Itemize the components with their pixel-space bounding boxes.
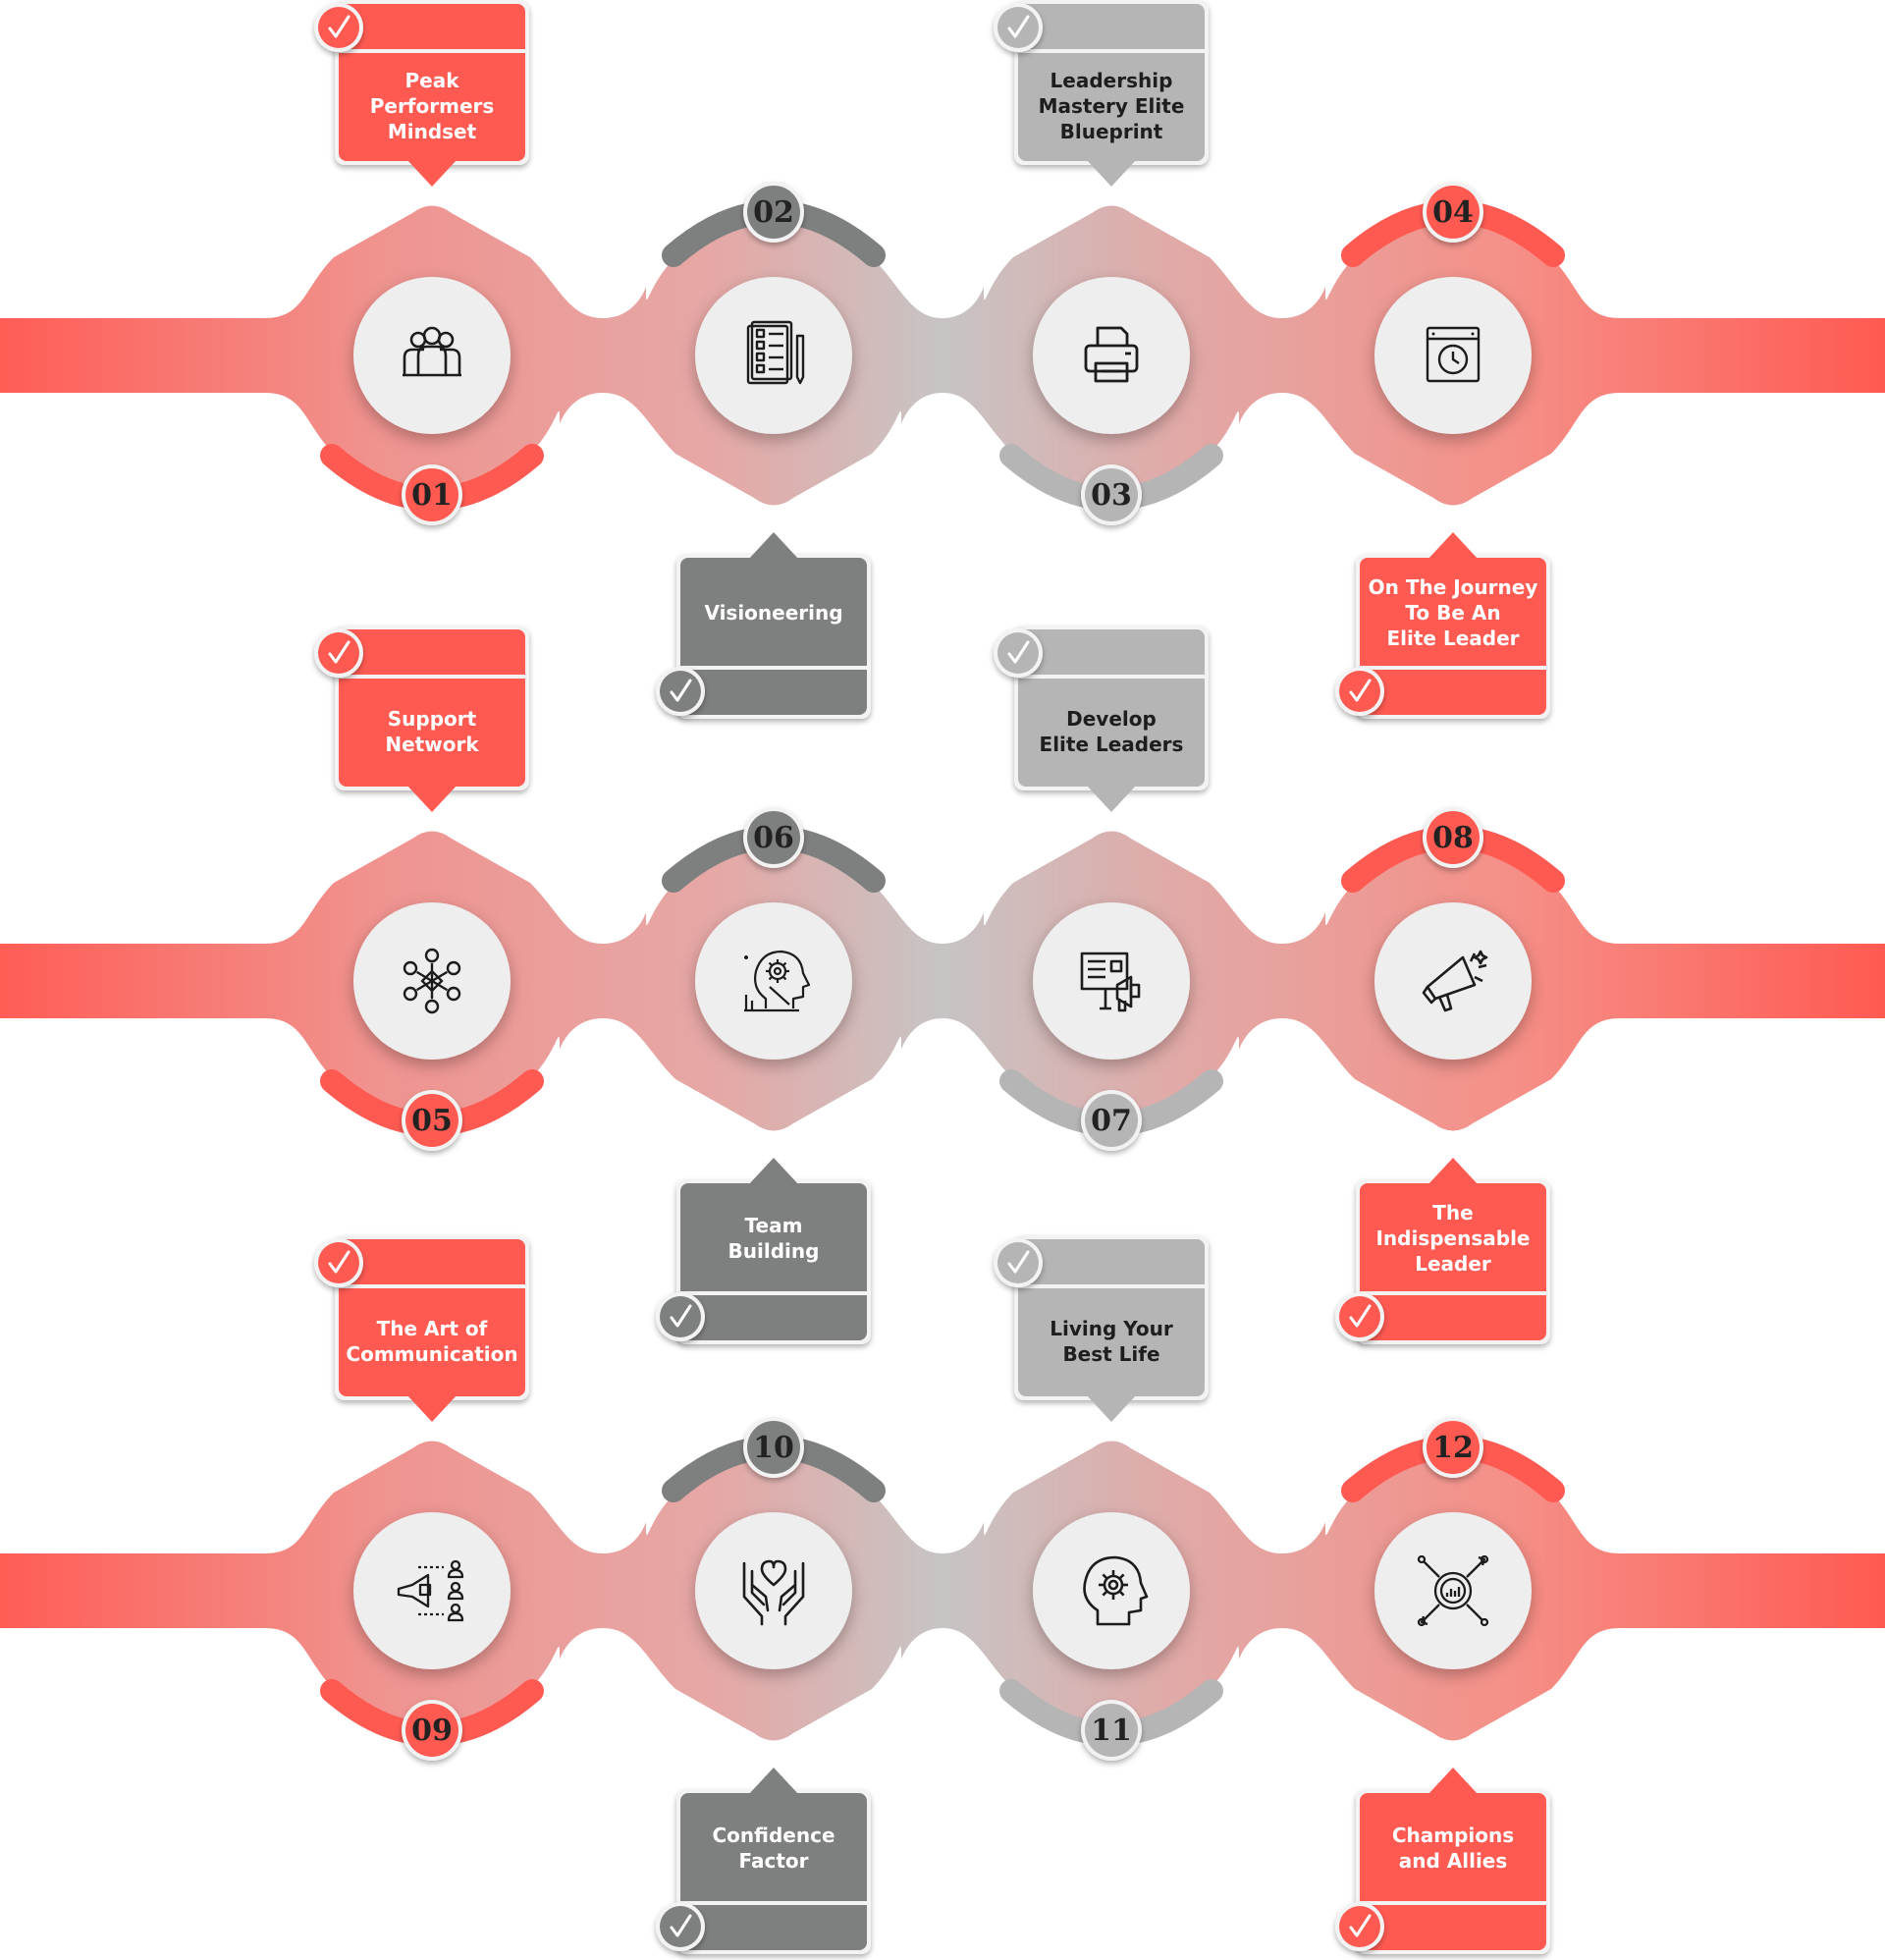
step-number-arc-01 [320, 444, 544, 525]
step-card-10 [656, 1768, 871, 1954]
step-number: 05 [411, 1103, 453, 1138]
step-number-arc-06 [662, 807, 886, 893]
check-icon [1007, 1250, 1030, 1274]
band-row-2 [0, 831, 1885, 1131]
step-title: Confidence Factor [712, 1824, 835, 1873]
check-icon [1349, 679, 1372, 702]
check-icon [1349, 1914, 1372, 1937]
step-number: 03 [1091, 477, 1132, 513]
step-card-2 [656, 532, 871, 719]
step-card-5 [314, 626, 529, 812]
step-circle-08 [1374, 902, 1532, 1060]
step-number-arc-02 [662, 182, 886, 267]
step-card-6 [656, 1158, 871, 1344]
check-icon [1349, 1304, 1372, 1328]
step-number: 07 [1091, 1103, 1132, 1138]
step-number-arc-04 [1341, 182, 1565, 267]
check-icon [328, 640, 350, 664]
step-number-arc-10 [662, 1417, 886, 1502]
check-icon [328, 15, 350, 38]
step-circle-12 [1374, 1512, 1532, 1669]
step-number: 04 [1432, 194, 1474, 230]
step-circle-11 [1033, 1512, 1190, 1669]
step-title: Leadership Mastery Elite Blueprint [1038, 69, 1185, 143]
step-card-8 [1335, 1158, 1550, 1344]
step-circle-06 [695, 902, 852, 1060]
step-card-3 [994, 0, 1209, 187]
step-title: The Indispensable Leader [1375, 1201, 1531, 1276]
printer-icon [1084, 326, 1139, 383]
step-number: 01 [411, 477, 453, 513]
step-circle-03 [1033, 277, 1190, 434]
network-icon [403, 948, 461, 1014]
step-number-arc-03 [999, 444, 1223, 525]
step-title: Develop Elite Leaders [1039, 707, 1184, 756]
step-number: 06 [753, 820, 794, 855]
check-icon [328, 1250, 350, 1274]
step-circle-01 [353, 277, 511, 434]
step-circle-02 [695, 277, 852, 434]
step-card-12 [1335, 1768, 1550, 1954]
check-icon [1007, 15, 1030, 38]
step-number-arc-09 [320, 1679, 544, 1761]
money-target-icon [1417, 1554, 1489, 1627]
step-number-arc-12 [1341, 1417, 1565, 1502]
step-title: Peak Performers Mindset [369, 69, 495, 143]
step-number-arc-11 [999, 1679, 1223, 1761]
step-title: On The Journey To Be An Elite Leader [1368, 575, 1538, 650]
step-number: 02 [753, 194, 794, 230]
step-circle-04 [1374, 277, 1532, 434]
step-number: 10 [753, 1430, 794, 1465]
step-number-arc-07 [999, 1069, 1223, 1151]
step-title: The Art of Communication [346, 1317, 518, 1366]
step-title: Support Network [385, 707, 479, 756]
check-icon [670, 1914, 692, 1937]
megaphone-icon [1422, 950, 1488, 1012]
step-title: Champions and Allies [1391, 1824, 1515, 1873]
step-circle-09 [353, 1512, 511, 1669]
step-card-11 [994, 1235, 1209, 1422]
step-title: Living Your Best Life [1050, 1317, 1173, 1366]
broadcast-people-icon [397, 1559, 464, 1622]
step-number: 11 [1091, 1713, 1132, 1748]
step-title: Team Building [727, 1214, 820, 1263]
clock-calendar-icon [1426, 326, 1481, 383]
check-icon [1007, 640, 1030, 664]
step-card-1 [314, 0, 529, 187]
band-row-1 [0, 205, 1885, 506]
step-number: 08 [1432, 820, 1474, 855]
step-card-4 [1335, 532, 1550, 719]
band-row-3 [0, 1441, 1885, 1741]
step-circle-07 [1033, 902, 1190, 1060]
step-number-arc-05 [320, 1069, 544, 1151]
team-icon [403, 326, 461, 377]
step-circle-10 [695, 1512, 852, 1669]
presentation-icon [1080, 952, 1141, 1012]
step-circle-05 [353, 902, 511, 1060]
check-icon [670, 679, 692, 702]
head-gear-icon [1083, 1555, 1149, 1626]
step-card-7 [994, 626, 1209, 812]
hands-heart-icon [742, 1559, 805, 1626]
step-number: 12 [1432, 1430, 1474, 1465]
step-title: Visioneering [704, 601, 843, 625]
checklist-icon [746, 320, 805, 385]
step-number: 09 [411, 1713, 453, 1748]
step-number-arc-08 [1341, 807, 1565, 893]
check-icon [670, 1304, 692, 1328]
step-card-9 [314, 1235, 529, 1422]
mind-gear-icon [744, 950, 811, 1012]
